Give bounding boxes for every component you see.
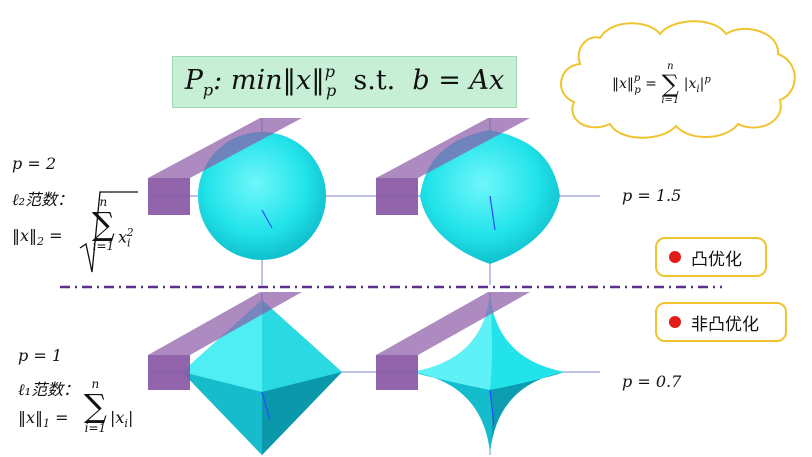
badge-convex: 凸优化	[655, 237, 767, 277]
l2-term: xi2	[118, 226, 134, 250]
label-l2-formula: ‖x‖2 =	[12, 226, 63, 249]
cloud-callout	[560, 20, 796, 139]
badge-nonconvex: 非凸优化	[655, 302, 787, 342]
cloud-formula: ‖x‖pp = n ∑ i=1 |xi|p	[612, 61, 711, 106]
astroid-p0-7	[370, 292, 600, 455]
label-l1-norm: ℓ₁范数：	[18, 380, 80, 399]
label-p2: p = 2	[12, 154, 56, 173]
label-p1-5: p = 1.5	[622, 186, 682, 205]
label-l2-norm: ℓ₂范数：	[12, 190, 74, 209]
label-l1-formula: ‖x‖1 =	[18, 408, 69, 431]
red-dot-icon	[669, 251, 681, 263]
label-p0-7: p = 0.7	[622, 372, 682, 391]
label-p1: p = 1	[18, 346, 62, 365]
red-dot-icon	[669, 316, 681, 328]
octahedron-p1	[148, 292, 370, 455]
sphere-p2	[148, 118, 370, 285]
sqrt-sign	[79, 191, 138, 273]
problem-title: Pp: min‖x‖pp s.t. b = Ax	[172, 56, 517, 108]
problem-title-text: Pp: min‖x‖pp s.t. b = Ax	[184, 62, 505, 100]
superellipsoid-p1-5	[370, 118, 600, 285]
l2-sum: n ∑ i=1	[92, 195, 115, 253]
l1-sum: n ∑ i=1	[84, 377, 107, 435]
l1-term: |xi|	[110, 408, 134, 431]
